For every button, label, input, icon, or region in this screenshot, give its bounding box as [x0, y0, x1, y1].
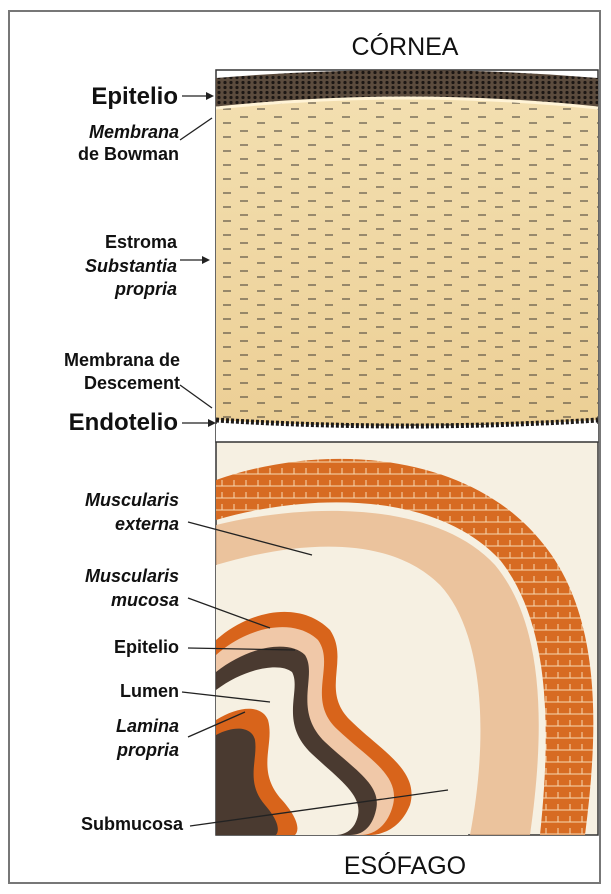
label-membrana-bowman-2: de Bowman [78, 144, 179, 166]
label-membrana-descement-1: Membrana de [64, 350, 180, 372]
label-lumen: Lumen [120, 681, 179, 703]
label-membrana-descement-2: Descement [84, 373, 180, 395]
esofago-panel [216, 442, 598, 835]
label-estroma: Estroma [105, 232, 177, 254]
label-muscularis-mucosa-1: Muscularis [85, 566, 179, 588]
cornea-panel [216, 70, 598, 442]
label-epitelio-cornea: Epitelio [91, 82, 178, 111]
label-epitelio-esofago: Epitelio [114, 637, 179, 659]
label-substantia: Substantia [85, 256, 177, 278]
label-lamina-2: propria [117, 740, 179, 762]
label-muscularis-externa-2: externa [115, 514, 179, 536]
leader-arrowheads [202, 92, 216, 427]
label-muscularis-externa-1: Muscularis [85, 490, 179, 512]
keratocyte-nuclei [216, 98, 598, 426]
label-endotelio: Endotelio [69, 408, 178, 437]
label-submucosa: Submucosa [81, 814, 183, 836]
label-propria: propria [115, 279, 177, 301]
label-muscularis-mucosa-2: mucosa [111, 590, 179, 612]
label-lamina-1: Lamina [116, 716, 179, 738]
label-membrana-bowman-1: Membrana [89, 122, 179, 144]
